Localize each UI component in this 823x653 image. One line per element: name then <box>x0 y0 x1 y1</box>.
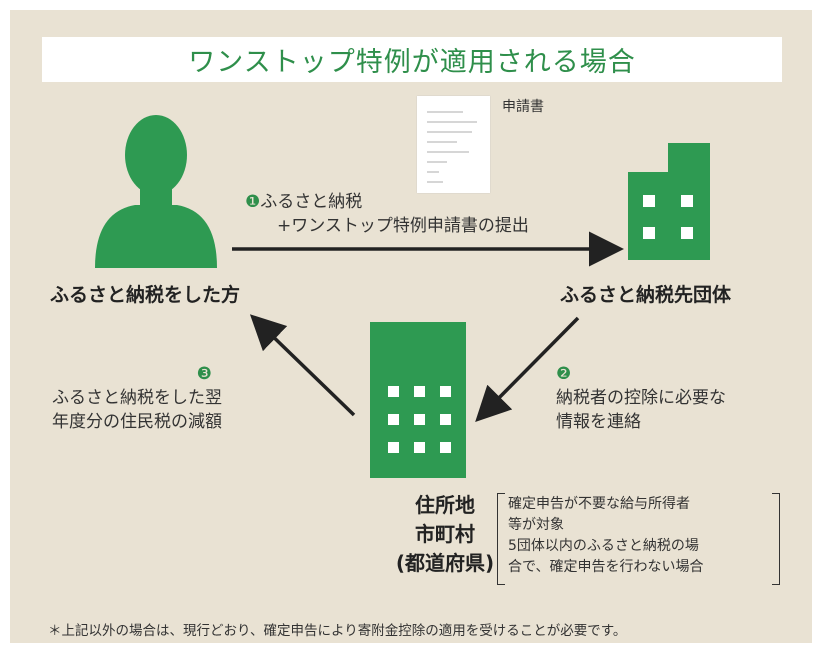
step2-text: ❷ 納税者の控除に必要な 情報を連絡 <box>556 362 726 434</box>
municipality-label: 住所地 市町村 (都道府県) <box>385 491 505 578</box>
step2-line2: 情報を連絡 <box>556 412 641 432</box>
target-line: 確定申告が不要な給与所得者 <box>508 496 690 512</box>
step2-line1: 納税者の控除に必要な <box>556 388 726 408</box>
destination-building-icon <box>628 143 710 260</box>
step3-line1: ふるさと納税をした翌 <box>52 388 222 408</box>
step1-badge: ❶ <box>245 192 261 212</box>
title-banner: ワンストップ特例が適用される場合 <box>42 37 782 82</box>
step3-line2: 年度分の住民税の減額 <box>52 412 222 432</box>
footnote: ＊上記以外の場合は、現行どおり、確定申告により寄附金控除の適用を受けることが必要… <box>48 623 627 639</box>
person-icon <box>95 115 217 268</box>
arrow-step3 <box>249 314 356 417</box>
municipality-label-line: 市町村 <box>415 522 475 546</box>
page-title: ワンストップ特例が適用される場合 <box>188 47 636 78</box>
municipality-building-icon <box>370 322 466 478</box>
step1-text: ❶ふるさと納税 +ワンストップ特例申請書の提出 <box>245 190 529 238</box>
step1-line1: ふるさと納税 <box>260 192 363 212</box>
bracket-right <box>772 493 780 585</box>
bracket-left <box>497 493 505 585</box>
target-line: 5団体以内のふるさと納税の場 <box>508 538 699 554</box>
step1-line2: +ワンストップ特例申請書の提出 <box>277 216 529 236</box>
step3-badge: ❸ <box>196 364 212 384</box>
step2-badge: ❷ <box>556 364 572 384</box>
application-form-label: 申請書 <box>502 99 544 115</box>
municipality-label-line: 住所地 <box>415 493 475 517</box>
application-form-icon <box>417 96 490 193</box>
arrow-step2 <box>475 316 580 422</box>
person-label: ふるさと納税をした方 <box>50 284 241 306</box>
destination-label: ふるさと納税先団体 <box>560 284 732 306</box>
municipality-label-line: (都道府県) <box>395 551 495 575</box>
target-line: 合で、確定申告を行わない場合 <box>508 559 704 575</box>
step3-text: ❸ ふるさと納税をした翌 年度分の住民税の減額 <box>52 362 222 434</box>
target-line: 等が対象 <box>508 517 564 533</box>
target-conditions: 確定申告が不要な給与所得者 等が対象 5団体以内のふるさと納税の場 合で、確定申… <box>508 494 703 578</box>
